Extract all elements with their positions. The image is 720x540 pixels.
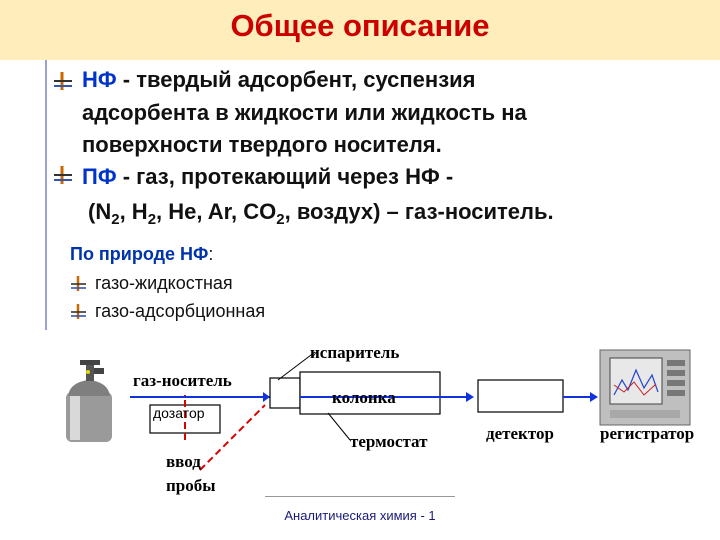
formula-subscript: 2 — [111, 211, 120, 228]
nf-term: НФ — [82, 67, 117, 92]
thermostat-label: термостат — [350, 432, 428, 451]
formula-subscript: 2 — [276, 211, 285, 228]
detector-label: детектор — [486, 424, 554, 443]
left-divider — [45, 60, 47, 330]
bullet-icon — [71, 276, 86, 291]
nf-type-gas-adsorption: газо-адсорбционная — [95, 301, 266, 321]
bullet-icon — [54, 166, 72, 184]
injection-dashed-line — [199, 404, 266, 471]
column-label: колонка — [332, 388, 396, 407]
carrier-gas-formula: (N2, H2, He, Ar, CO2, воздух) – газ-носи… — [88, 196, 554, 230]
evaporator-box — [269, 377, 301, 409]
slide-footer: Аналитическая химия - 1 — [284, 508, 436, 523]
bullet-icon — [54, 72, 72, 90]
bullet-2-text: - газ, протекающий через НФ - — [116, 164, 454, 189]
flow-arrowhead — [263, 392, 270, 402]
formula-part: , воздух) – газ-носитель. — [284, 199, 554, 224]
nf-type-gas-liquid: газо-жидкостная — [95, 273, 233, 293]
doser-label: дозатор — [153, 405, 205, 421]
carrier-gas-label: газ-носитель — [133, 371, 232, 390]
gas-cylinder-icon — [66, 360, 112, 442]
bullet-1-line-2: адсорбента в жидкости или жидкость на — [82, 100, 527, 125]
flow-arrowhead — [466, 392, 474, 402]
title-bar — [0, 0, 720, 60]
injection-label-1: ввод — [166, 452, 201, 471]
thermostat-leader — [327, 412, 351, 441]
thermostat-box — [299, 371, 441, 415]
section-heading: По природе НФ: — [70, 244, 213, 265]
bullet-icon — [71, 304, 86, 319]
section-heading-colon: : — [208, 244, 214, 264]
footer-divider — [265, 496, 455, 497]
formula-part: (N — [88, 199, 112, 224]
injection-label-2: пробы — [166, 476, 216, 495]
bullet-1-text: - твердый адсорбент, суспензия — [116, 67, 476, 92]
detector-box — [477, 379, 564, 413]
formula-subscript: 2 — [147, 211, 157, 228]
slide-title: Общее описание — [230, 8, 490, 43]
recorder-label: регистратор — [600, 424, 695, 443]
section-heading-text: По природе НФ — [70, 244, 209, 264]
formula-part: , H — [119, 199, 148, 224]
evaporator-label: испаритель — [310, 343, 400, 362]
pf-term: ПФ — [82, 164, 117, 189]
formula-part: , He, Ar, CO — [156, 199, 277, 224]
bullet-1-line-3: поверхности твердого носителя. — [82, 132, 442, 157]
bullet-2-line-1: ПФ - газ, протекающий через НФ - — [82, 161, 453, 192]
recorder-device-icon — [599, 349, 691, 426]
bullet-1-line-1: НФ - твердый адсорбент, суспензия — [82, 64, 476, 95]
flow-arrowhead — [590, 392, 598, 402]
evaporator-leader — [277, 351, 316, 381]
